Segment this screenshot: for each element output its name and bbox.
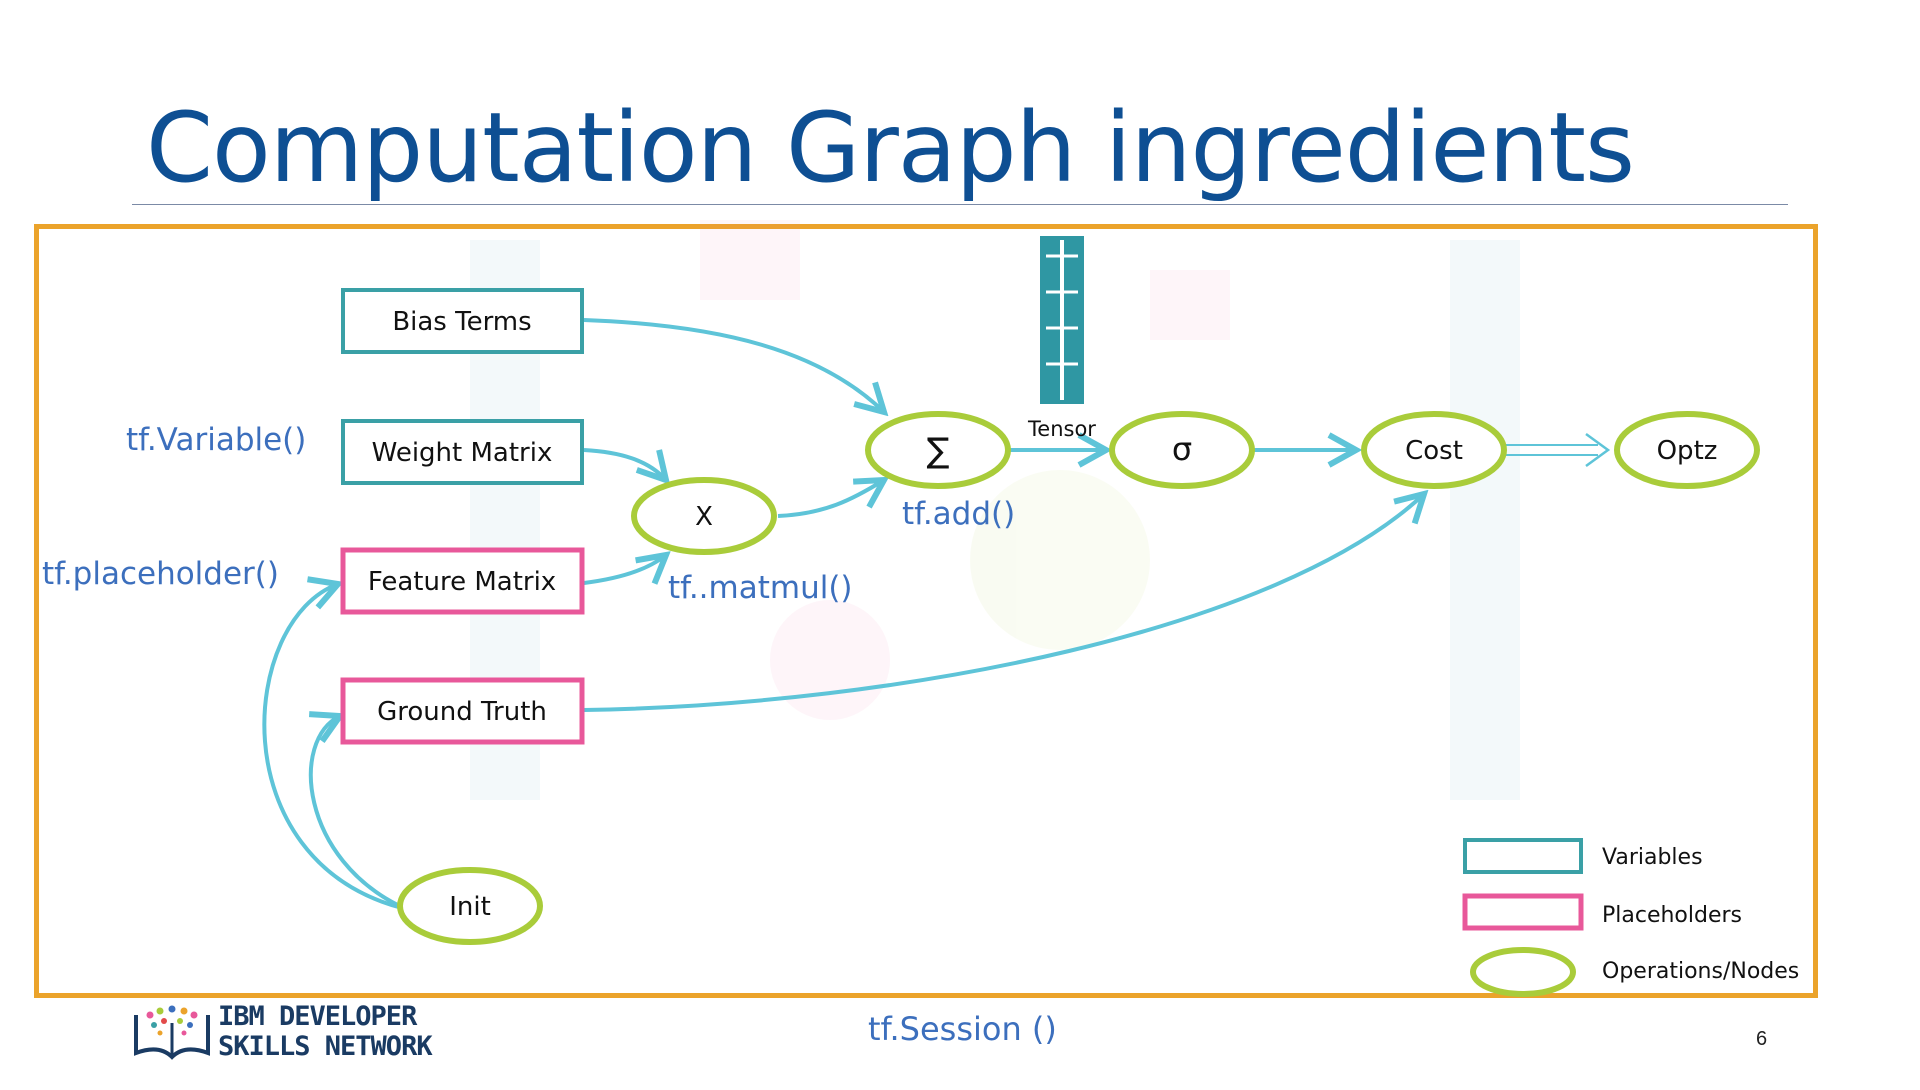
bias-terms-box bbox=[341, 288, 584, 354]
tf-session-label: tf.Session () bbox=[868, 1010, 1057, 1048]
edge-groundtruth-to-cost bbox=[583, 494, 1424, 712]
edge-feature-to-matmul bbox=[583, 555, 666, 585]
title-divider bbox=[132, 204, 1788, 205]
ground-truth-label: Ground Truth bbox=[377, 697, 547, 727]
legend-placeholders-label: Placeholders bbox=[1602, 903, 1742, 928]
legend-operations-label: Operations/Nodes bbox=[1602, 959, 1799, 984]
legend-placeholders-swatch bbox=[1462, 893, 1584, 931]
edge-init-to-feature bbox=[262, 584, 403, 910]
cost-node-label: Cost bbox=[1405, 436, 1463, 466]
ground-truth-box bbox=[340, 677, 585, 745]
sigmoid-node-label: σ bbox=[1172, 430, 1192, 468]
weight-matrix-label: Weight Matrix bbox=[372, 438, 553, 468]
tf-matmul-label: tf..matmul() bbox=[668, 570, 853, 606]
init-node bbox=[397, 867, 543, 945]
tf-add-label: tf.add() bbox=[902, 496, 1016, 532]
sum-node bbox=[865, 411, 1011, 489]
sigmoid-node bbox=[1109, 411, 1255, 489]
logo-line-1: IBM DEVELOPER bbox=[218, 1001, 417, 1032]
matmul-node bbox=[631, 477, 777, 555]
tensor-label: Tensor bbox=[1027, 417, 1096, 441]
legend-variables-swatch bbox=[1463, 838, 1583, 874]
optimizer-node-label: Optz bbox=[1657, 436, 1718, 466]
weight-matrix-box bbox=[341, 419, 584, 485]
feature-matrix-box bbox=[340, 547, 585, 615]
logo-line-2: SKILLS NETWORK bbox=[218, 1031, 433, 1062]
init-node-label: Init bbox=[449, 892, 491, 922]
tensor-icon bbox=[1040, 236, 1084, 404]
book-icon bbox=[134, 1005, 210, 1060]
edge-bias-to-sum bbox=[583, 318, 884, 412]
optimizer-node bbox=[1614, 411, 1760, 489]
cost-node bbox=[1361, 411, 1507, 489]
bias-terms-label: Bias Terms bbox=[392, 307, 531, 337]
slide-title: Computation Graph ingredients bbox=[146, 92, 1635, 204]
tf-placeholder-label: tf.placeholder() bbox=[42, 556, 279, 592]
tf-variable-label: tf.Variable() bbox=[126, 422, 307, 458]
edge-matmul-to-sum bbox=[777, 480, 884, 518]
sum-node-label: ∑ bbox=[927, 431, 950, 471]
legend-operations-swatch bbox=[1470, 947, 1576, 997]
ibm-skills-network-logo: IBM DEVELOPER SKILLS NETWORK bbox=[132, 1001, 433, 1062]
edge-init-to-groundtruth bbox=[308, 716, 405, 910]
edge-weight-to-matmul bbox=[583, 448, 666, 480]
matmul-node-label: X bbox=[695, 502, 713, 532]
feature-matrix-label: Feature Matrix bbox=[368, 567, 556, 597]
page-number: 6 bbox=[1756, 1028, 1768, 1050]
diagram-frame bbox=[34, 224, 1818, 998]
legend-variables-label: Variables bbox=[1602, 845, 1703, 870]
edge-cost-to-optimizer bbox=[1504, 432, 1611, 468]
